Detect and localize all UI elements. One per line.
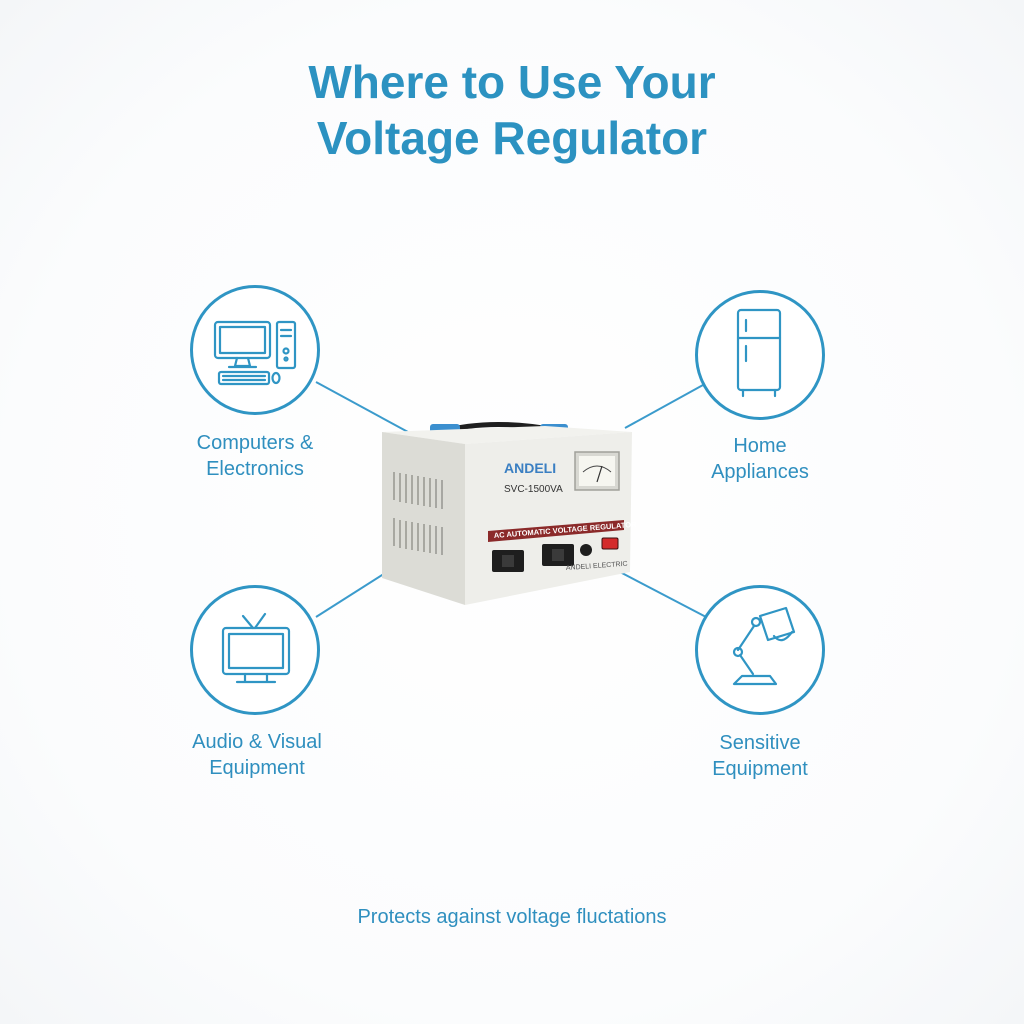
connector-av — [315, 569, 391, 618]
computers-label-line1: Computers & — [196, 432, 314, 454]
voltage-regulator-illustration: ANDELI SVC-1500VA AC AUTOMATIC VOLTAGE R… — [382, 421, 637, 605]
av-label-line1: Audio & Visual — [192, 731, 322, 753]
computers-label: Computers & Electronics — [145, 430, 365, 482]
connector-appliances — [624, 384, 704, 429]
device-left-side — [382, 432, 465, 605]
device-brand: ANDELI — [504, 460, 556, 476]
voltage-regulator-image: ANDELI SVC-1500VA AC AUTOMATIC VOLTAGE R… — [370, 410, 660, 620]
voltmeter-needle — [596, 465, 603, 483]
sensitive-label-line2: Equipment — [712, 758, 808, 780]
connector-computers — [315, 381, 409, 433]
outlet-1-slot — [502, 555, 514, 567]
computers-label-line2: Electronics — [206, 458, 304, 480]
av-icon-circle — [190, 585, 320, 715]
device-top — [382, 426, 632, 444]
footer-tagline: Protects against voltage fluctations — [357, 906, 667, 928]
device-band — [488, 520, 624, 542]
page-title-line2: Voltage Regulator — [316, 112, 708, 164]
tv-icon — [221, 612, 291, 684]
av-label-line2: Equipment — [209, 757, 305, 779]
desk-lamp-icon — [732, 606, 796, 686]
sensitive-icon-circle — [695, 585, 825, 715]
page-title-line1: Where to Use Your — [308, 56, 716, 108]
voltmeter-scale — [582, 465, 612, 473]
connector-sensitive — [619, 571, 709, 619]
power-switch — [601, 537, 619, 550]
outlet-2-slot — [552, 549, 564, 561]
appliances-label-line1: Home — [733, 435, 787, 457]
computer-icon — [213, 320, 297, 386]
device-front-small-text: ANDELI ELECTRIC — [566, 561, 628, 572]
device-knob — [580, 544, 592, 556]
sensitive-label-line1: Sensitive — [719, 732, 801, 754]
computers-icon-circle — [190, 285, 320, 415]
sensitive-label: Sensitive Equipment — [650, 730, 870, 782]
appliances-icon-circle — [695, 290, 825, 420]
device-vents — [393, 472, 443, 555]
av-label: Audio & Visual Equipment — [147, 729, 367, 781]
appliances-label-line2: Appliances — [711, 461, 809, 483]
appliances-label: Home Appliances — [650, 433, 870, 485]
device-model: SVC-1500VA — [504, 484, 563, 495]
refrigerator-icon — [736, 308, 782, 398]
